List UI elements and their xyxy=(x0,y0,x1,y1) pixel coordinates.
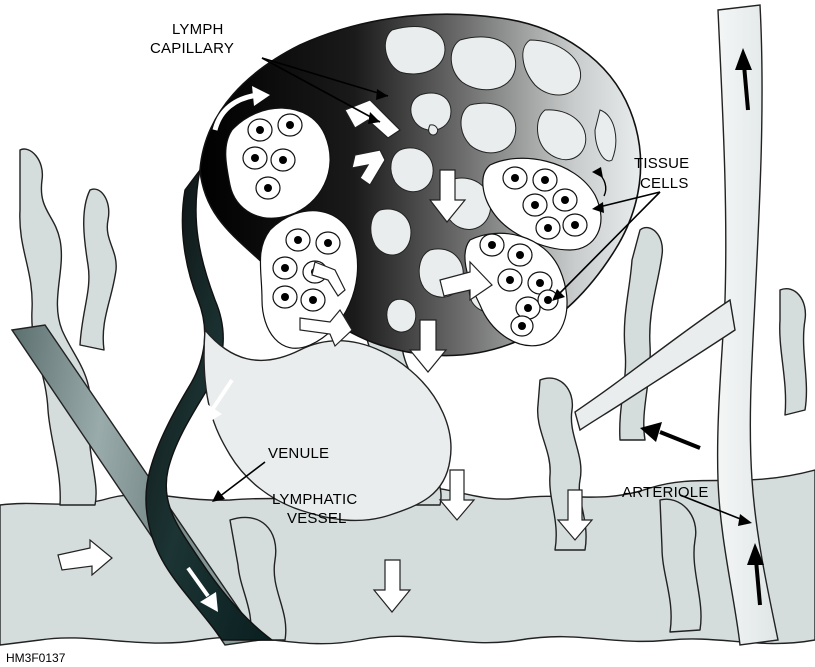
lymph-capillary-label-line2: CAPILLARY xyxy=(150,40,234,57)
lymphatic-vessel-label-line2: VESSEL xyxy=(287,510,347,527)
arteriole-label: ARTERIOLE xyxy=(622,484,709,501)
figure-code: HM3F0137 xyxy=(6,651,66,665)
lymphatic-vessel-label: LYMPHATIC xyxy=(272,491,357,508)
tissue-cells-label: TISSUE xyxy=(634,155,689,172)
lymph-capillary-label: LYMPH xyxy=(172,21,224,38)
venule-label: VENULE xyxy=(268,445,329,462)
tissue-cells-label-line2: CELLS xyxy=(640,175,689,192)
